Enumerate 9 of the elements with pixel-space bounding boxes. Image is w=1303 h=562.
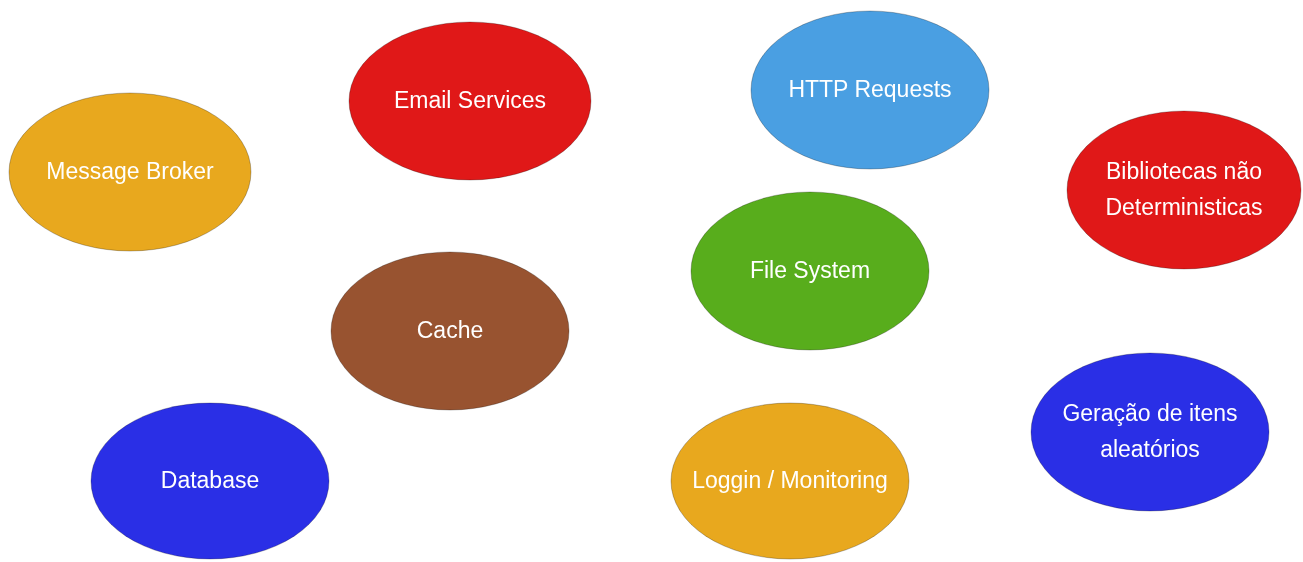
node-label: HTTP Requests: [787, 75, 953, 105]
node-label: Loggin / Monitoring: [691, 466, 889, 496]
node-label: Geração de itens aleatórios: [1061, 399, 1239, 464]
node-label: Cache: [415, 316, 485, 346]
node-label: Database: [159, 466, 261, 496]
node-label: Email Services: [392, 86, 548, 116]
node-label: Message Broker: [45, 157, 215, 187]
node-label: Bibliotecas não Deterministicas: [1104, 157, 1264, 222]
node-label: File System: [748, 256, 872, 286]
